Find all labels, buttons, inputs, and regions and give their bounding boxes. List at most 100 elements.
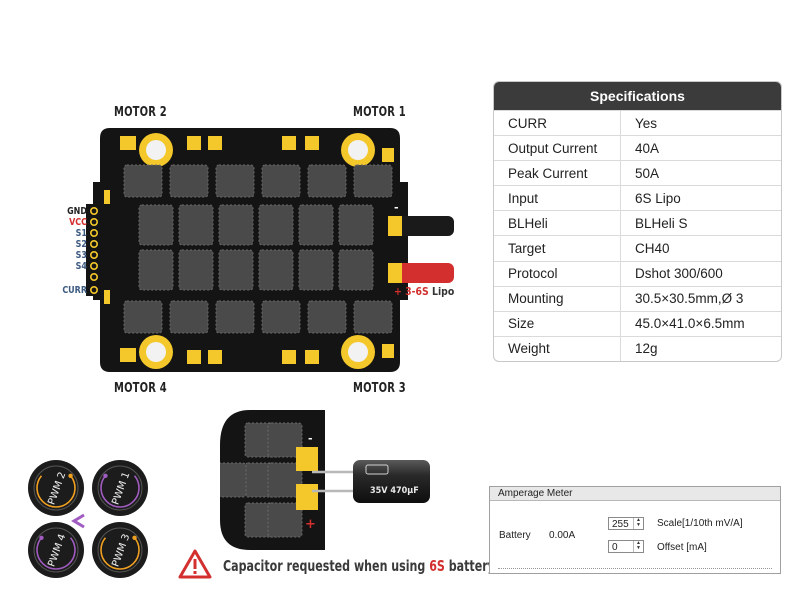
capacitor-plus-sign: + xyxy=(305,517,316,532)
mosfet xyxy=(261,164,301,198)
mosfet xyxy=(261,300,301,334)
lipo-plus: + xyxy=(394,285,402,298)
solder-pad xyxy=(208,350,222,364)
solder-pad xyxy=(282,136,296,150)
rotation-arrowhead-icon xyxy=(103,473,108,478)
spec-value: Dshot 300/600 xyxy=(620,260,781,287)
battery-solder-positive xyxy=(388,263,402,283)
mosfet xyxy=(338,204,374,246)
scale-label: Scale[1/10th mV/A] xyxy=(657,518,743,529)
amperage-meter-panel: Amperage Meter Battery 0.00A 255 ▲▼ Scal… xyxy=(489,486,781,574)
rotation-arrowhead-icon xyxy=(132,535,137,540)
pin-hole xyxy=(90,229,99,238)
offset-label: Offset [mA] xyxy=(657,542,707,553)
spec-key: Input xyxy=(494,185,621,211)
spec-key: Weight xyxy=(494,335,621,361)
solder-pad xyxy=(104,190,110,204)
spec-key: Target xyxy=(494,235,621,262)
spec-key: BLHeli xyxy=(494,210,621,236)
pin-label-curr: CURR xyxy=(62,285,87,296)
spec-key: Peak Current xyxy=(494,160,621,186)
battery-wire-negative xyxy=(388,216,454,236)
spec-value: 45.0×41.0×6.5mm xyxy=(620,310,781,337)
motor-pad-hole xyxy=(348,342,368,362)
mosfet xyxy=(138,249,174,291)
warning-text-before: Capacitor requested when using xyxy=(223,557,430,575)
warning-highlight: 6S xyxy=(429,557,445,575)
scale-value[interactable]: 255 xyxy=(612,519,629,530)
lipo-text: Lipo xyxy=(428,285,455,298)
mosfet xyxy=(220,462,247,498)
spec-value: BLHeli S xyxy=(620,210,781,236)
mosfet xyxy=(215,164,255,198)
warning-icon xyxy=(178,549,212,579)
mosfet xyxy=(123,164,163,198)
motor-label-4: MOTOR 4 xyxy=(114,381,167,396)
capacitor-minus-sign: - xyxy=(308,432,313,445)
pin-hole xyxy=(90,240,99,249)
mosfet xyxy=(138,204,174,246)
spec-key: Output Current xyxy=(494,135,621,161)
pwm-motor-2: PWM 1 xyxy=(92,460,148,516)
capacitor-warning: Capacitor requested when using 6S batter… xyxy=(223,557,495,575)
battery-minus-sign: - xyxy=(394,201,399,214)
capacitor-pad-positive xyxy=(296,484,318,510)
scale-spinner[interactable]: 255 ▲▼ xyxy=(608,517,644,530)
solder-pad xyxy=(120,136,136,150)
motor-label-2: MOTOR 2 xyxy=(114,105,167,120)
rotation-arc-icon xyxy=(36,475,76,508)
mosfet xyxy=(307,300,347,334)
pin-hole xyxy=(90,251,99,260)
motor-ring xyxy=(33,527,79,573)
pin-label-s1: S1 xyxy=(75,228,87,239)
mosfet xyxy=(353,164,393,198)
battery-wire-positive xyxy=(388,263,454,283)
capacitor-body xyxy=(353,460,430,503)
small-pads xyxy=(104,136,394,364)
solder-pad xyxy=(120,348,136,362)
offset-value[interactable]: 0 xyxy=(612,542,618,553)
battery-label: Battery xyxy=(499,530,531,541)
pin-hole xyxy=(90,207,99,216)
motor-ring xyxy=(97,465,143,511)
motor-pad-hole xyxy=(146,140,166,160)
battery-current-value: 0.00A xyxy=(549,530,576,541)
solder-pad xyxy=(187,350,201,364)
mosfet xyxy=(169,164,209,198)
mosfet xyxy=(307,164,347,198)
scale-spinner-arrows-icon[interactable]: ▲▼ xyxy=(633,518,643,529)
mosfet xyxy=(338,249,374,291)
rotation-arc-icon xyxy=(100,537,140,570)
spec-value: 40A xyxy=(620,135,781,161)
spec-key: Size xyxy=(494,310,621,337)
solder-pad xyxy=(305,350,319,364)
offset-spinner-arrows-icon[interactable]: ▲▼ xyxy=(633,541,643,552)
lipo-cell-range: 3-6S xyxy=(405,285,429,298)
offset-spinner[interactable]: 0 ▲▼ xyxy=(608,540,644,553)
motor-label-1: MOTOR 1 xyxy=(353,105,406,120)
motor-ring xyxy=(97,527,143,573)
rotation-arc-icon xyxy=(100,475,140,508)
mosfet xyxy=(123,300,163,334)
solder-pad xyxy=(104,290,110,304)
mosfet xyxy=(218,249,254,291)
pin-hole xyxy=(90,272,99,281)
capacitor-rating: 35V 470μF xyxy=(370,486,419,496)
spec-value: Yes xyxy=(620,109,781,136)
solder-pad xyxy=(187,136,201,150)
mosfet xyxy=(178,249,214,291)
mosfet xyxy=(169,300,209,334)
spec-key: Protocol xyxy=(494,260,621,287)
capacitor-illustration: - + 35V 470μF xyxy=(220,410,430,550)
mosfet xyxy=(178,204,214,246)
mosfet xyxy=(298,204,334,246)
pwm-motor-3: PWM 4 xyxy=(28,522,84,578)
specifications-title: Specifications xyxy=(494,82,781,110)
